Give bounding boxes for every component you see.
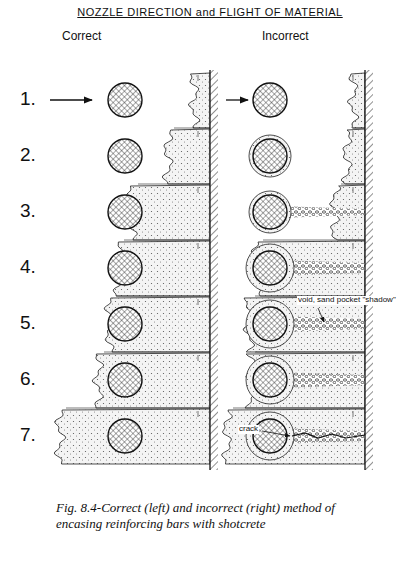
wall-hatch — [210, 70, 218, 470]
reinforcing-bar — [108, 251, 142, 285]
callout-label: void, sand pocket "shadow" — [297, 296, 397, 305]
shotcrete-fill — [347, 73, 365, 128]
column-heading: Correct — [62, 30, 101, 43]
tie-mark — [353, 187, 354, 193]
bar-coating — [249, 191, 291, 233]
wall-line — [209, 70, 210, 470]
reinforcing-bar — [253, 251, 287, 285]
bar-coating — [246, 356, 294, 404]
tie-mark — [198, 131, 199, 137]
reinforcing-bar — [108, 419, 142, 453]
shotcrete-fill — [92, 353, 210, 408]
crack-line — [292, 433, 365, 438]
tie-mark — [198, 299, 199, 305]
layer-line — [116, 296, 218, 297]
layer-line — [263, 240, 373, 241]
shotcrete-fill — [243, 297, 365, 352]
shotcrete-fill — [222, 409, 365, 464]
callout-label: crack — [238, 425, 259, 434]
nozzle-arrow — [50, 99, 92, 100]
wall-hatch — [365, 70, 373, 470]
reinforcing-bar — [253, 195, 287, 229]
layer-line — [124, 240, 218, 241]
layer-line — [104, 352, 218, 353]
reinforcing-bar — [108, 363, 142, 397]
shotcrete-fill — [54, 409, 210, 464]
tie-mark — [353, 75, 354, 81]
tie-mark — [198, 243, 199, 249]
layer-line — [255, 352, 373, 353]
tie-mark — [353, 355, 354, 361]
layer-line — [66, 408, 218, 409]
nozzle-arrow — [226, 99, 248, 100]
layer-line — [233, 408, 373, 409]
reinforcing-bar — [253, 307, 287, 341]
bar-coating — [249, 135, 291, 177]
tie-mark — [353, 131, 354, 137]
step-number: 1. — [20, 89, 36, 110]
reinforcing-bar — [253, 363, 287, 397]
step-number: 4. — [20, 257, 36, 278]
shotcrete-fill — [162, 129, 210, 184]
tie-mark — [198, 411, 199, 417]
shotcrete-fill — [104, 297, 210, 352]
step-number: 5. — [20, 313, 36, 334]
column-heading: Incorrect — [262, 30, 309, 43]
tie-mark — [353, 411, 354, 417]
tie-mark — [198, 355, 199, 361]
bar-coating — [246, 412, 294, 460]
figure-title: NOZZLE DIRECTION and FLIGHT OF MATERIAL — [0, 6, 420, 18]
step-number: 7. — [20, 425, 36, 446]
reinforcing-bar — [108, 139, 142, 173]
shotcrete-fill — [188, 73, 210, 128]
layer-line — [138, 184, 218, 185]
reinforcing-bar — [253, 139, 287, 173]
wall-line — [364, 70, 365, 470]
reinforcing-bar — [108, 307, 142, 341]
step-number: 3. — [20, 201, 36, 222]
leader-line — [318, 308, 324, 322]
reinforcing-bar — [108, 83, 142, 117]
step-number: 6. — [20, 369, 36, 390]
step-number: 2. — [20, 145, 36, 166]
reinforcing-bar — [108, 195, 142, 229]
bar-coating — [246, 244, 294, 292]
tie-mark — [198, 187, 199, 193]
tie-mark — [198, 75, 199, 81]
leader-line — [262, 431, 290, 436]
tie-mark — [353, 243, 354, 249]
reinforcing-bar — [253, 83, 287, 117]
figure-caption: Fig. 8.4-Correct (left) and incorrect (r… — [56, 500, 376, 531]
shotcrete-fill — [341, 129, 365, 184]
shotcrete-fill — [245, 353, 365, 408]
bar-coating — [246, 300, 294, 348]
